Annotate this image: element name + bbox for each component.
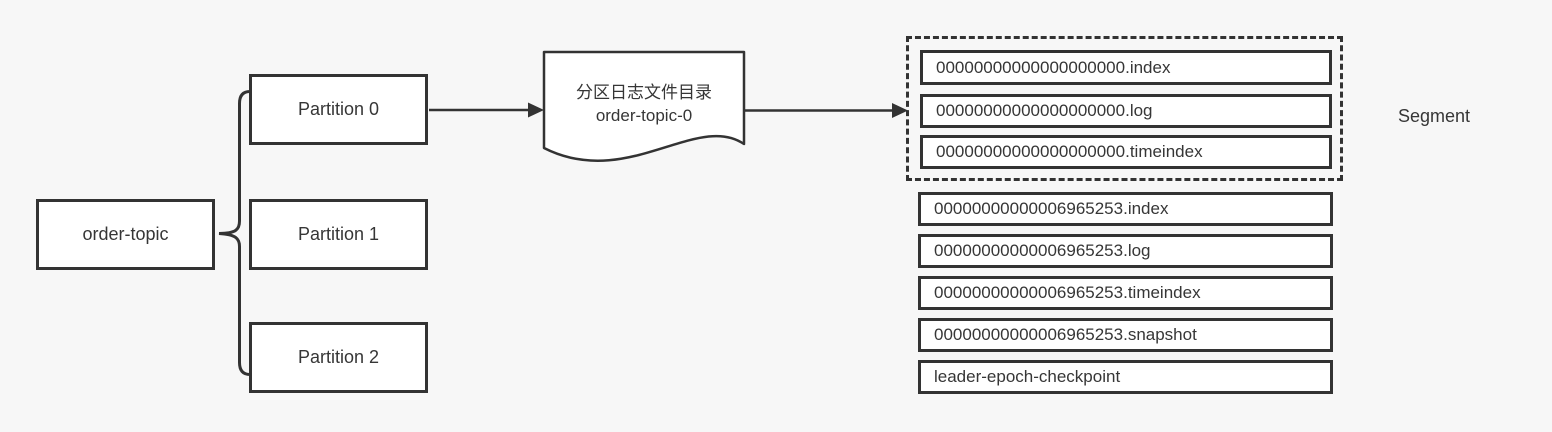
brace-connector — [218, 90, 252, 376]
file-row: 00000000000006965253.timeindex — [918, 276, 1333, 310]
file-row: 00000000000006965253.index — [918, 192, 1333, 226]
segment-file-row: 00000000000000000000.timeindex — [920, 135, 1332, 169]
topic-box: order-topic — [36, 199, 215, 270]
segment-label: Segment — [1398, 106, 1471, 126]
partition-0-box: Partition 0 — [249, 74, 428, 145]
file-row: leader-epoch-checkpoint — [918, 360, 1333, 394]
segment-file-row: 00000000000000000000.index — [920, 50, 1332, 85]
arrow-partition0-to-directory — [429, 102, 544, 118]
log-directory-label: 分区日志文件目录 order-topic-0 — [544, 81, 744, 127]
file-row: 00000000000006965253.log — [918, 234, 1333, 268]
arrowhead-icon — [892, 103, 908, 118]
log-directory-name: order-topic-0 — [595, 106, 693, 125]
segment-file-row: 00000000000000000000.log — [920, 94, 1332, 128]
partition-2-box: Partition 2 — [249, 322, 428, 393]
log-directory-document-shape — [542, 50, 746, 162]
arrow-directory-to-segment — [745, 103, 908, 118]
arrowhead-icon — [528, 102, 544, 118]
log-directory-title: 分区日志文件目录 — [576, 83, 712, 102]
partition-1-box: Partition 1 — [249, 199, 428, 270]
file-row: 00000000000006965253.snapshot — [918, 318, 1333, 352]
segment-dashed-container — [906, 36, 1343, 181]
